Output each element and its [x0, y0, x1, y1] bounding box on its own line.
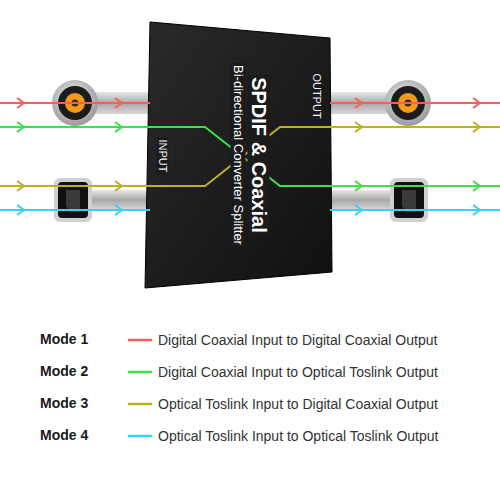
- rotated-text-group: SPDIF & CoaxialBi-directional Converter …: [230, 63, 271, 247]
- signal-arrowhead: [17, 205, 24, 215]
- optical-sleeve: [330, 190, 390, 210]
- signal-arrowhead: [473, 205, 480, 215]
- mode-label: Mode 3: [40, 395, 88, 411]
- legend-swatch: [128, 435, 152, 438]
- signal-arrowhead: [473, 122, 480, 132]
- signal-arrowhead: [355, 181, 362, 191]
- signal-arrowhead: [17, 181, 24, 191]
- port-label: OUTPUT: [310, 71, 322, 120]
- signal-line: [330, 209, 500, 211]
- legend-text: Digital Coaxial Input to Digital Coaxial…: [158, 332, 437, 348]
- signal-arrowhead: [17, 98, 24, 108]
- box-title: SPDIF & Coaxial: [247, 63, 271, 247]
- port-label: INPUT: [156, 138, 168, 175]
- legend-swatch: [128, 371, 152, 374]
- legend-swatch: [128, 403, 152, 406]
- legend-text: Optical Toslink Input to Digital Coaxial…: [158, 396, 438, 412]
- signal-arrowhead: [17, 122, 24, 132]
- mode-label: Mode 2: [40, 363, 88, 379]
- signal-arrowhead: [473, 98, 480, 108]
- optical-jack: [54, 178, 92, 222]
- signal-arrowhead: [115, 122, 122, 132]
- mode-label: Mode 4: [40, 427, 88, 443]
- signal-arrowhead: [355, 98, 362, 108]
- signal-arrowhead: [115, 205, 122, 215]
- mode-label: Mode 1: [40, 331, 88, 347]
- signal-arrowhead: [115, 98, 122, 108]
- optical-sleeve: [92, 190, 150, 210]
- box-subtitle: Bi-directional Converter Splitter: [230, 63, 247, 247]
- signal-line: [330, 102, 500, 104]
- signal-arrowhead: [473, 181, 480, 191]
- signal-arrowhead: [355, 122, 362, 132]
- legend-text: Optical Toslink Input to Optical Toslink…: [158, 428, 438, 444]
- legend-text: Digital Coaxial Input to Optical Toslink…: [158, 364, 438, 380]
- legend-swatch: [128, 339, 152, 342]
- converter-housing: [145, 22, 332, 288]
- optical-jack: [390, 178, 428, 222]
- converter-box: SPDIF & CoaxialBi-directional Converter …: [226, 59, 275, 251]
- signal-arrowhead: [115, 181, 122, 191]
- signal-arrowhead: [355, 205, 362, 215]
